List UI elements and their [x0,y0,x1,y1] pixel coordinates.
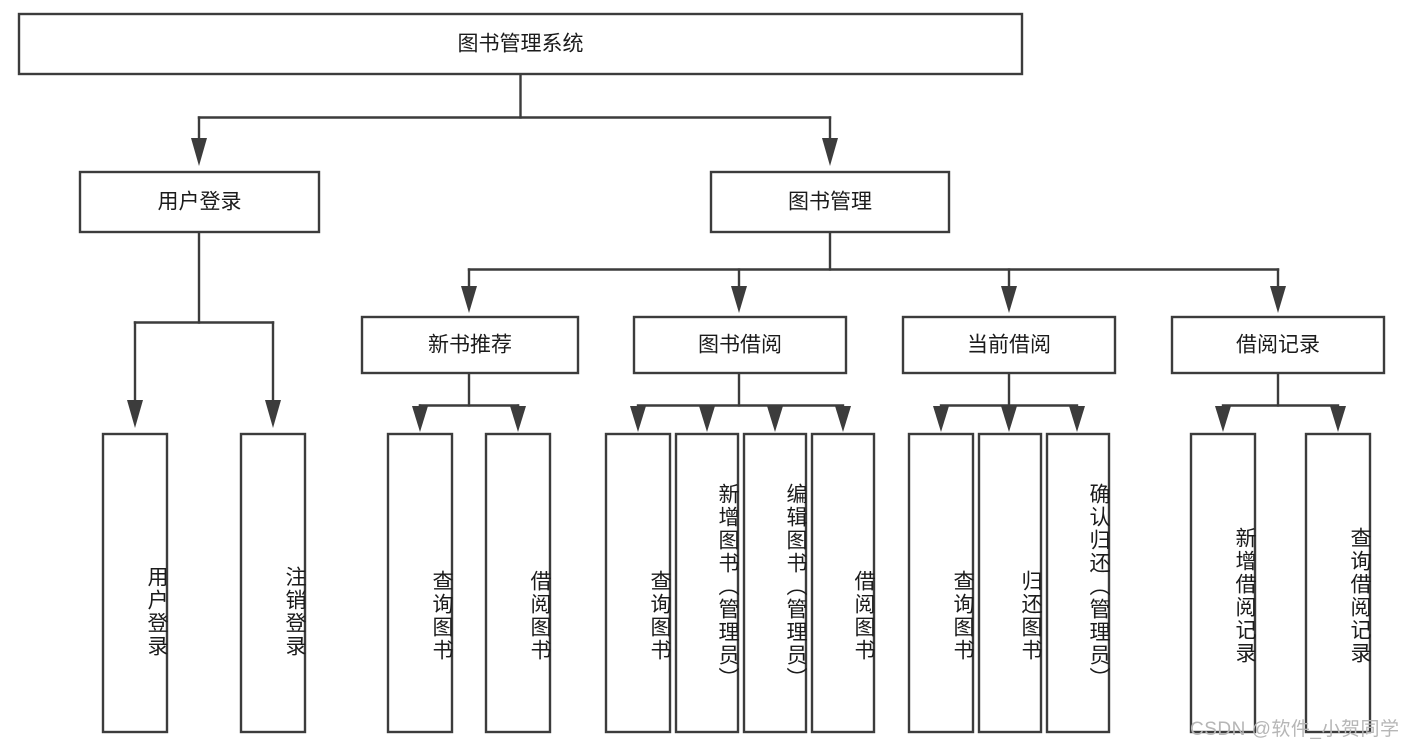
arrow-head-leaf-user-login [127,400,143,428]
node-box-user-login[interactable] [78,170,321,234]
node-label-book-manage: 图书管理 [788,191,872,214]
connector-group-bookborrow [630,371,851,432]
node-box-leaf-user-login[interactable] [101,432,169,734]
connector-group-borrowrecord [1215,371,1346,432]
node-label-current-borrow: 当前借阅 [967,334,1051,357]
arrow-head-book-borrow [731,286,747,313]
connector-group-bookmanage [461,230,1286,313]
node-box-current-borrow[interactable] [901,315,1117,375]
node-box-leaf-query-borrow-record[interactable] [1304,432,1372,734]
arrow-head-leaf-add-book-admin [699,406,715,432]
connector-group-root [191,72,838,166]
node-box-leaf-query-book-1[interactable] [386,432,454,734]
node-box-leaf-borrow-book-2[interactable] [810,432,876,734]
arrow-head-leaf-query-book-3 [933,406,949,432]
node-box-leaf-add-borrow-record[interactable] [1189,432,1257,734]
arrow-head-leaf-query-book-2 [630,406,646,432]
node-box-leaf-query-book-3[interactable] [907,432,975,734]
node-box-leaf-add-book-admin[interactable] [674,432,740,734]
connector-group-currentborrow [933,371,1085,432]
connector-group-recommend [412,371,526,432]
node-label-new-book-recommend: 新书推荐 [428,334,512,357]
node-box-book-manage[interactable] [709,170,951,234]
node-box-new-book-recommend[interactable] [360,315,580,375]
arrow-head-new-book-recommend [461,286,477,313]
node-box-book-borrow[interactable] [632,315,848,375]
arrow-head-leaf-borrow-book-1 [510,406,526,432]
node-box-leaf-query-book-2[interactable] [604,432,672,734]
node-label-book-borrow: 图书借阅 [698,334,782,357]
arrow-head-userlogin [191,138,207,166]
node-label-borrow-record: 借阅记录 [1236,334,1320,357]
arrow-head-leaf-return-book [1001,406,1017,432]
arrow-head-bookmanage [822,138,838,166]
arrow-head-borrow-record [1270,286,1286,313]
node-box-leaf-edit-book-admin[interactable] [742,432,808,734]
node-box-root[interactable] [17,12,1024,76]
arrow-head-leaf-add-borrow-record [1215,406,1231,432]
arrow-head-leaf-logout-login [265,400,281,428]
arrow-head-leaf-confirm-return [1069,406,1085,432]
arrow-head-leaf-query-borrow-record [1330,406,1346,432]
arrow-head-leaf-borrow-book-2 [835,406,851,432]
node-box-leaf-borrow-book-1[interactable] [484,432,552,734]
arrow-head-leaf-edit-book-admin [767,406,783,432]
node-box-borrow-record[interactable] [1170,315,1386,375]
node-label-root: 图书管理系统 [458,33,584,56]
node-label-user-login: 用户登录 [158,191,242,214]
arrow-head-leaf-query-book-1 [412,406,428,432]
arrow-head-current-borrow [1001,286,1017,313]
node-box-leaf-return-book[interactable] [977,432,1043,734]
node-box-leaf-logout-login[interactable] [239,432,307,734]
node-box-leaf-confirm-return-admin[interactable] [1045,432,1111,734]
connector-group-userlogin [127,230,281,428]
